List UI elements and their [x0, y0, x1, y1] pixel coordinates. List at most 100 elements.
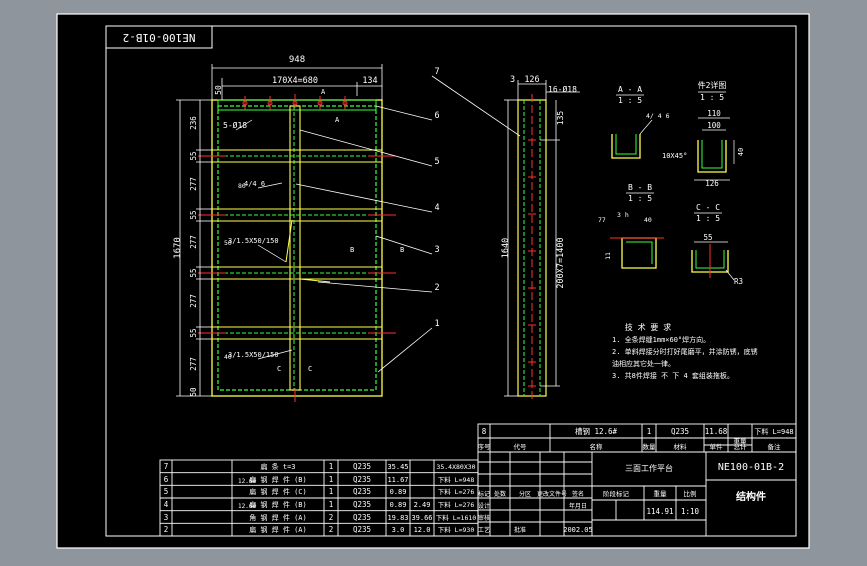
section-cc-dim-2: R3	[734, 277, 743, 286]
section-bb-dim-3: 40	[644, 216, 652, 224]
drawing-code-mirrored: NE100-01B-2	[123, 31, 196, 44]
front-view	[198, 94, 396, 402]
bom-header-7: 备注	[768, 442, 782, 451]
detail-dim-1: 110	[707, 109, 721, 118]
section-cc-scale: 1 : 5	[696, 214, 720, 223]
bom-row-unit: 19.83	[387, 514, 408, 522]
detail-inner	[701, 140, 723, 169]
front-leader-small	[235, 119, 293, 360]
bom-row-no: 3	[164, 513, 169, 522]
section-cc-leader	[725, 269, 735, 281]
section-mark-c2: C	[308, 365, 312, 373]
side-pitch: 200X7=1400	[556, 237, 566, 288]
title-block-labels: 标记处数分区更改文件号签名年月日设计审核工艺批准	[478, 490, 587, 534]
left-dim-1: 55	[189, 151, 198, 160]
section-mark-b2: B	[400, 246, 404, 254]
section-bb-dim-4: 11	[604, 252, 612, 260]
bom-top-no: 8	[482, 427, 487, 436]
part-name: 结构件	[736, 490, 766, 503]
bom-row-unit: 3.0	[392, 526, 405, 534]
tb-small-1: 重量	[654, 490, 668, 498]
bom-row-note: 下料 L=930	[438, 525, 475, 534]
left-dim-7: 55	[189, 328, 198, 337]
tb-small-0: 阶段标记	[603, 489, 630, 498]
bom-header-weight: 重量	[734, 437, 748, 445]
bom-header-2: 名称	[590, 442, 604, 451]
part-leaders	[295, 75, 521, 373]
note-weld-3: 3/1.5X50/150	[228, 351, 279, 359]
tb-label-7: 审核	[478, 514, 490, 522]
dim-total-height: 1670	[173, 237, 183, 259]
section-aa-title: A - A	[618, 85, 642, 94]
bom-top-note: 下料 L=948	[754, 427, 793, 436]
section-cc-dim-1: 55	[703, 233, 712, 242]
dim-top-left: 50	[214, 85, 223, 95]
tech-req-title: 技 术 要 求	[625, 322, 671, 332]
bom-row-note: 下料 L=276	[438, 500, 475, 509]
bom-row-name: 扁 钢 焊 件 (C)	[249, 487, 307, 496]
bom-row-note: 35.4X80X30	[436, 463, 475, 471]
weld-size-3: 40	[224, 353, 232, 361]
section-aa-inner	[615, 134, 637, 155]
section-bb-scale: 1 : 5	[628, 194, 652, 203]
braces	[285, 219, 331, 283]
bom-header-5: 单件	[710, 442, 724, 451]
bom-row-note: 下料 L=1610	[436, 513, 476, 522]
tb-label-5: 年月日	[569, 502, 587, 510]
bom-header-1: 代号	[514, 442, 528, 451]
detail-dim-3: 10X45°	[662, 152, 687, 160]
bom-top-name: 槽钢 12.6#	[575, 426, 618, 436]
bom-row-name: 扁 钢 焊 件 (A)	[249, 525, 307, 534]
bom-top-material: Q235	[671, 427, 689, 436]
section-mark-c1: C	[277, 365, 281, 373]
drawing-code: NE100-01B-2	[718, 462, 784, 473]
code-box	[105, 25, 213, 49]
detail-dim-2: 100	[707, 121, 721, 130]
bom-row-no: 4	[164, 500, 169, 509]
tb-label-8: 工艺	[478, 526, 490, 534]
left-dim-0: 236	[189, 116, 198, 130]
section-mark-b1: B	[350, 246, 354, 254]
bom-row-unit: 11.67	[387, 476, 408, 484]
section-bb-inner	[626, 241, 653, 264]
outer-border	[56, 13, 810, 549]
side-offset: 135	[556, 111, 565, 126]
bom-row-material: Q235	[353, 500, 371, 509]
note-weld-1: 4/4 6	[244, 180, 265, 188]
bom-row-no: 2	[164, 525, 169, 534]
section-cc-title: C - C	[696, 203, 720, 212]
tb-label-1: 处数	[494, 490, 506, 498]
part-number-1: 1	[434, 319, 439, 329]
bom-row-name: 角 钢 焊 件 (A)	[249, 513, 307, 522]
dim-top-width: 948	[289, 55, 305, 65]
bom-row-note: 下料 L=948	[438, 475, 475, 484]
top-holes	[242, 100, 348, 106]
bom-row-qty: 1	[329, 462, 334, 471]
weld-size-2: 50	[224, 239, 232, 247]
project-name: 三面工作平台	[625, 463, 673, 473]
section-bb-title: B - B	[628, 183, 652, 192]
tb-label-2: 分区	[519, 490, 531, 498]
left-dim-2: 277	[189, 177, 198, 191]
bom-row-unit: 0.89	[390, 501, 407, 509]
bom-row-qty: 1	[329, 500, 334, 509]
weight-value: 114.91	[646, 507, 673, 516]
side-view	[517, 94, 547, 402]
detail-dim-4: 126	[705, 179, 719, 188]
date-value: 2002.05	[563, 526, 593, 534]
bom-top-qty: 1	[647, 427, 652, 436]
tech-req-items: 1. 全条焊缝1mm×60°焊方向。2. 单斜焊接分时打好尾磨平，并涂防锈，底锈…	[612, 335, 758, 380]
detail-dims	[694, 117, 735, 181]
bom-row-unit: 35.45	[387, 463, 408, 471]
dim-top-right: 134	[362, 76, 377, 86]
drawing-background	[57, 14, 809, 548]
tb-label-9: 批准	[514, 526, 526, 534]
title-block-small-labels: 阶段标记 重量 比例	[603, 489, 697, 498]
tech-req-line-3: 3. 共8件焊接 不 下 4 套组装拖板。	[612, 371, 734, 380]
tb-small-2: 比例	[684, 489, 697, 498]
bom-row-material: Q235	[353, 475, 371, 484]
detail-dim-5: 40	[737, 148, 745, 156]
